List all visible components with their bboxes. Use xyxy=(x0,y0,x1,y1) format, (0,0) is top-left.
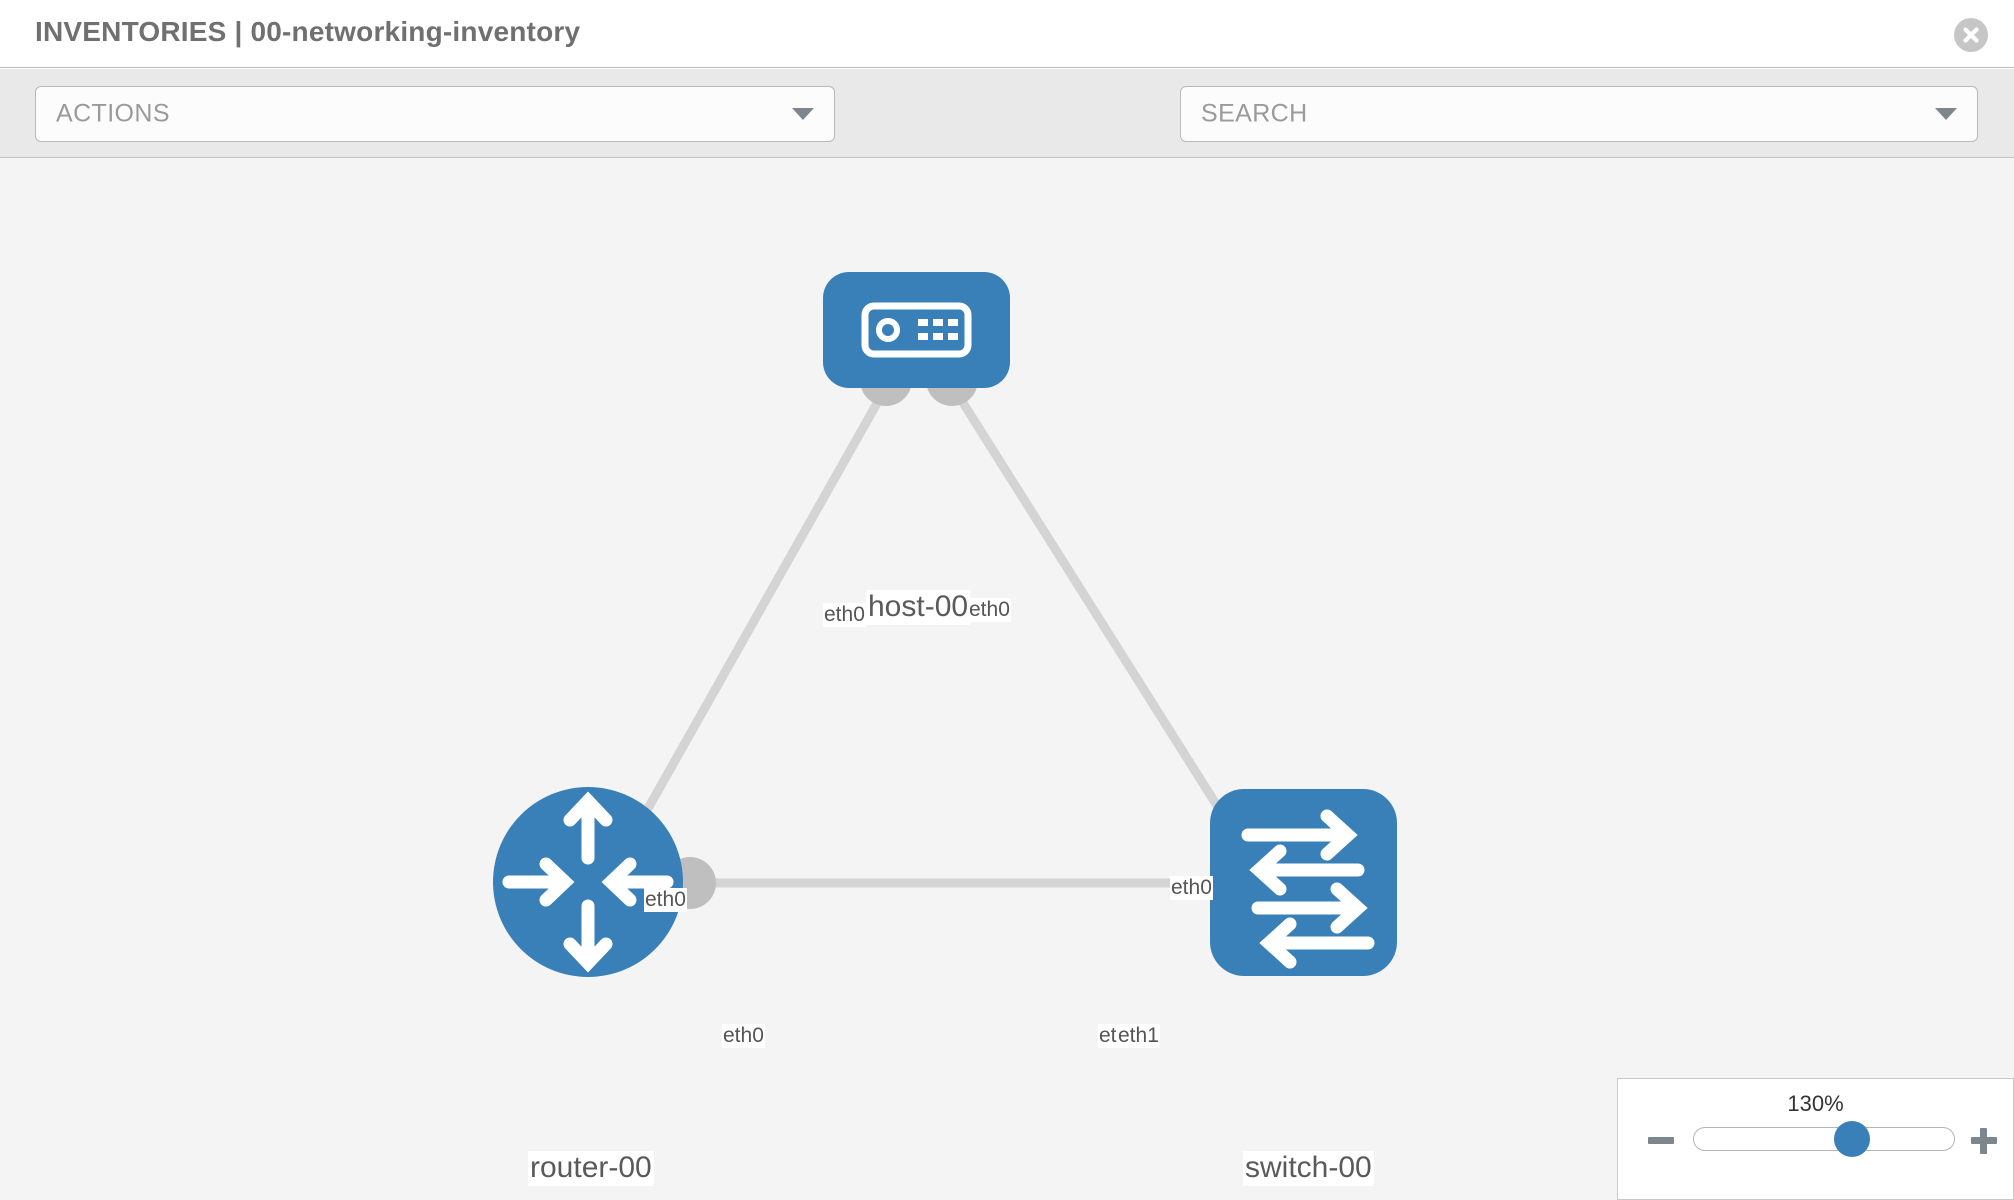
edge-host00-switch00[interactable] xyxy=(956,395,1254,861)
node-router-00[interactable] xyxy=(493,787,683,977)
zoom-level-value: 130% xyxy=(1787,1091,1844,1116)
node-label-switch-00: switch-00 xyxy=(1243,1151,1374,1186)
iface-label-router00-uplink: eth0 xyxy=(644,888,687,913)
search-placeholder: SEARCH xyxy=(1201,99,1308,128)
topology-edges xyxy=(616,395,1254,888)
iface-label-switch00-eth1: eth1 xyxy=(1117,1024,1160,1049)
iface-label-host00-right: eth0 xyxy=(968,598,1011,623)
zoom-control-panel: 130% xyxy=(1617,1078,2014,1200)
chevron-down-icon xyxy=(1935,108,1957,120)
zoom-out-button[interactable] xyxy=(1646,1125,1676,1155)
topology-graph xyxy=(493,272,1397,977)
page-header: INVENTORIES | 00-networking-inventory xyxy=(0,0,2014,68)
toolbar: ACTIONS SEARCH xyxy=(0,69,2014,195)
node-switch-00[interactable] xyxy=(1210,789,1397,976)
node-label-router-00: router-00 xyxy=(528,1151,654,1186)
iface-label-switch00-uplink: eth0 xyxy=(1170,876,1213,901)
page-title: INVENTORIES | 00-networking-inventory xyxy=(35,16,581,47)
node-label-host-00: host-00 xyxy=(866,590,971,625)
node-host-00[interactable] xyxy=(823,272,1010,388)
iface-label-router00-eth0: eth0 xyxy=(722,1024,765,1049)
search-input[interactable]: SEARCH xyxy=(1180,86,1978,142)
zoom-slider-track[interactable] xyxy=(1693,1121,1955,1157)
zoom-slider-thumb[interactable] xyxy=(1834,1121,1871,1157)
topology-canvas[interactable]: eth0 eth0 host-00 eth0 eth0 eth0 eth0 et… xyxy=(0,158,2014,1200)
edge-host00-router00[interactable] xyxy=(616,395,884,861)
iface-label-host00-left: eth0 xyxy=(823,603,866,628)
actions-dropdown-label: ACTIONS xyxy=(56,99,170,128)
chevron-down-icon xyxy=(792,108,814,120)
actions-dropdown[interactable]: ACTIONS xyxy=(35,86,835,142)
zoom-in-button[interactable] xyxy=(1969,1125,1999,1155)
close-icon[interactable] xyxy=(1954,18,1988,52)
